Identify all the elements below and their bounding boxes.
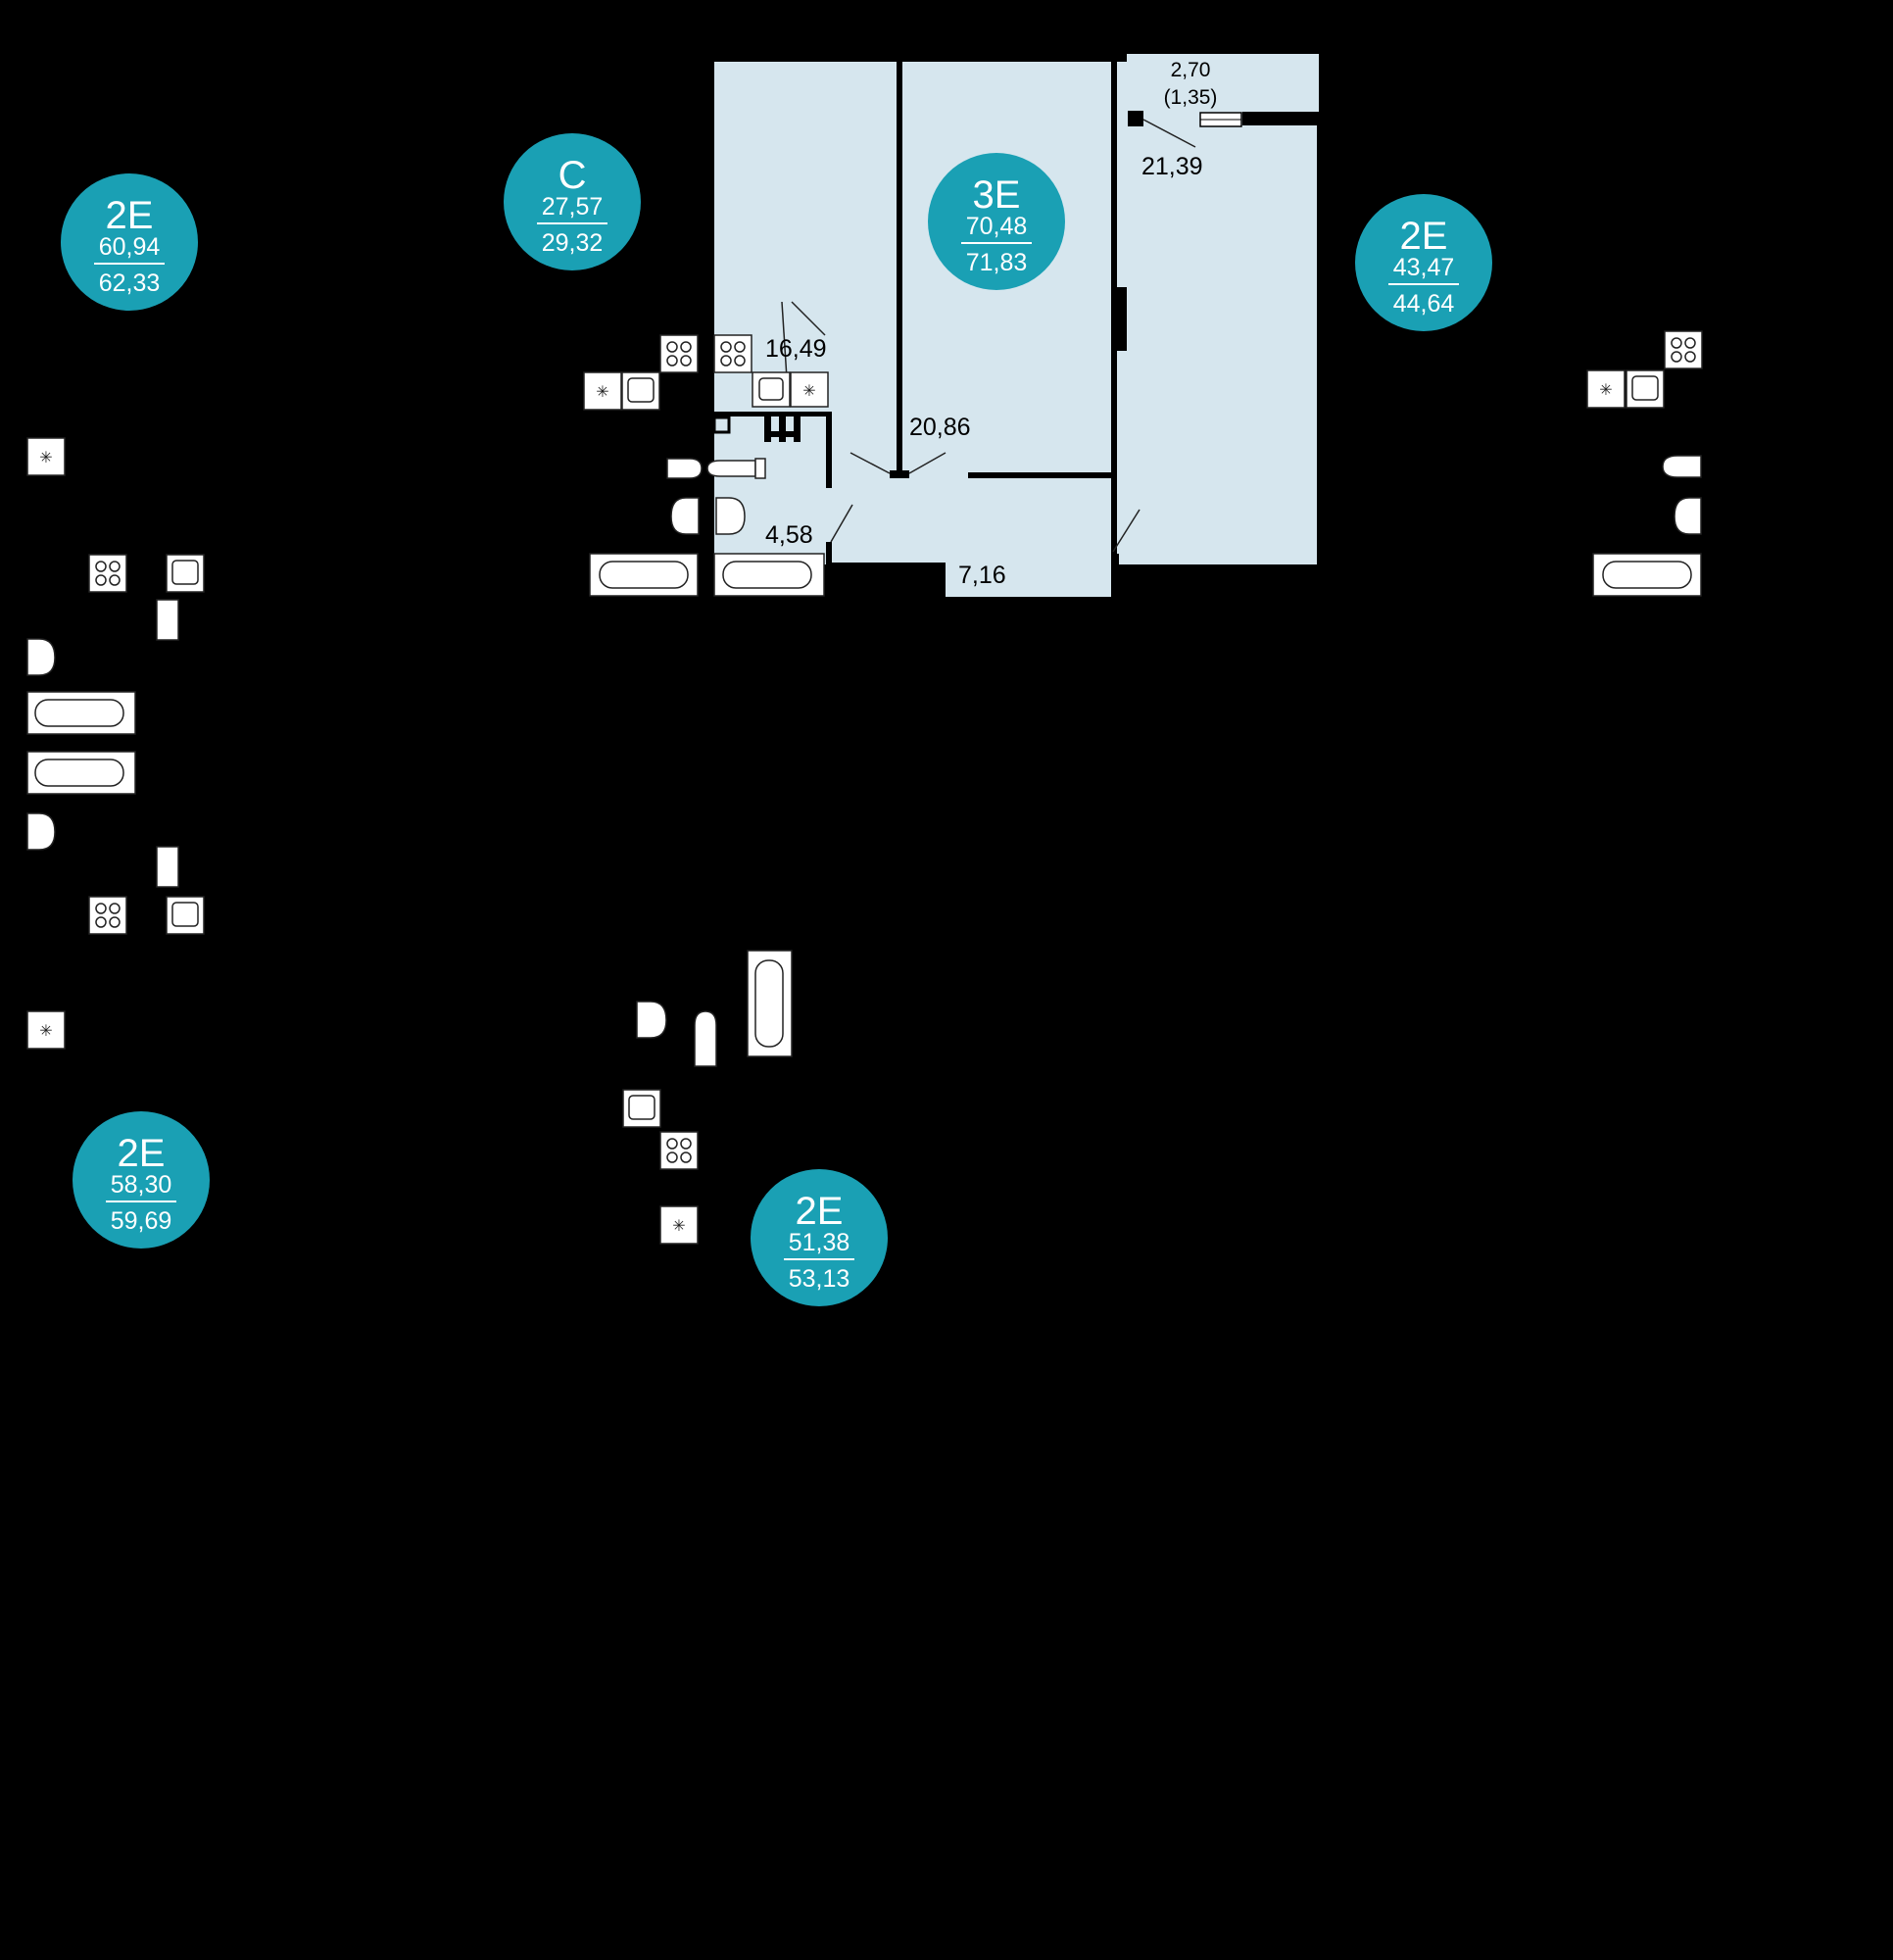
svg-text:44,64: 44,64 <box>1393 290 1455 318</box>
toilet-icon <box>666 458 703 479</box>
svg-text:51,38: 51,38 <box>789 1229 850 1256</box>
stove-icon <box>713 334 752 373</box>
room-area-middle: 20,86 <box>909 414 971 441</box>
unit-badge-2e-c[interactable]: 2E 58,30 59,69 <box>73 1111 210 1249</box>
toilet-icon <box>156 846 179 888</box>
wall-stub-3 <box>794 415 801 442</box>
wall-stub-2 <box>779 415 786 442</box>
svg-text:60,94: 60,94 <box>99 233 161 261</box>
washbasin-icon <box>26 812 56 851</box>
apartment-3e[interactable]: ✳ 16,49 20,86 21,39 4,58 7,16 2,70 (1,35… <box>706 54 1319 597</box>
sink-icon <box>752 371 791 408</box>
toilet-icon <box>1662 455 1702 478</box>
sink-icon <box>166 896 205 935</box>
wall-entry-left <box>826 542 832 573</box>
washbasin-icon <box>636 1001 667 1039</box>
unit-badge-3e[interactable]: 3E 70,48 71,83 <box>928 153 1065 290</box>
wall-left-middle <box>897 62 902 475</box>
balcony-floor <box>1127 54 1319 119</box>
svg-text:✳: ✳ <box>39 1023 52 1040</box>
sink-icon <box>622 1089 661 1128</box>
bathtub-icon <box>26 751 136 795</box>
fridge-icon: ✳ <box>659 1205 699 1245</box>
wall-bath-right <box>826 412 832 488</box>
svg-text:✳: ✳ <box>802 383 815 400</box>
sink-icon <box>166 554 205 593</box>
washbasin-icon <box>26 638 56 676</box>
unit-badge-c[interactable]: C 27,57 29,32 <box>504 133 641 270</box>
apartment-floor <box>714 62 1317 597</box>
toilet-icon <box>706 458 766 479</box>
washbasin-icon <box>1674 497 1702 535</box>
svg-text:✳: ✳ <box>39 450 52 466</box>
wall-bottom <box>832 563 946 566</box>
toilet-icon <box>156 599 179 641</box>
wall-bath-top <box>714 412 832 416</box>
svg-text:C: C <box>558 154 587 197</box>
room-area-left: 16,49 <box>765 335 827 363</box>
unit-badge-2e-a[interactable]: 2E 60,94 62,33 <box>61 173 198 311</box>
stove-icon <box>659 334 699 373</box>
svg-text:59,69: 59,69 <box>111 1207 172 1235</box>
svg-text:2E: 2E <box>106 194 154 237</box>
svg-text:2E: 2E <box>796 1190 844 1233</box>
wall-hall <box>968 472 1113 478</box>
hall-area: 7,16 <box>958 562 1006 589</box>
bathtub-icon <box>1592 553 1702 597</box>
wall-door-post <box>890 470 909 478</box>
stove-icon <box>1664 330 1703 369</box>
room-area-right: 21,39 <box>1141 153 1203 180</box>
bathtub-icon <box>589 553 699 597</box>
bathroom-area: 4,58 <box>765 521 813 549</box>
svg-text:✳: ✳ <box>672 1218 685 1235</box>
balcony-reduced-area: (1,35) <box>1164 86 1218 109</box>
balcony-area: 2,70 <box>1171 59 1211 81</box>
door-swings <box>781 119 1196 553</box>
stove-icon <box>88 896 127 935</box>
toilet-icon <box>694 1010 717 1067</box>
svg-text:43,47: 43,47 <box>1393 254 1455 281</box>
svg-text:70,48: 70,48 <box>966 213 1028 240</box>
svg-text:58,30: 58,30 <box>111 1171 172 1199</box>
sink-icon <box>621 371 660 411</box>
wall-stub-1 <box>764 415 771 442</box>
sink-icon <box>1626 369 1665 409</box>
svg-text:✳: ✳ <box>596 384 608 401</box>
bathtub-icon <box>26 691 136 735</box>
stove-icon <box>88 554 127 593</box>
svg-text:3E: 3E <box>973 173 1021 217</box>
bathtub-icon <box>713 553 825 597</box>
neighbour-fixtures: ✳ ✳ ✳ <box>26 330 1703 1245</box>
svg-text:✳: ✳ <box>1599 382 1612 399</box>
wall-column <box>1113 287 1127 351</box>
fridge-icon: ✳ <box>1586 369 1626 409</box>
svg-text:62,33: 62,33 <box>99 270 161 297</box>
bathtub-icon <box>747 950 793 1057</box>
fridge-icon: ✳ <box>26 1010 66 1050</box>
unit-badge-2e-d[interactable]: 2E 51,38 53,13 <box>751 1169 888 1306</box>
svg-text:29,32: 29,32 <box>542 229 604 257</box>
svg-text:71,83: 71,83 <box>966 249 1028 276</box>
svg-text:53,13: 53,13 <box>789 1265 850 1293</box>
wall-stub-base <box>764 431 801 437</box>
svg-text:2E: 2E <box>118 1132 166 1175</box>
wall-balcony <box>1242 112 1319 125</box>
unit-badge-2e-b[interactable]: 2E 43,47 44,64 <box>1355 194 1492 331</box>
stove-icon <box>659 1131 699 1170</box>
svg-text:2E: 2E <box>1400 215 1448 258</box>
svg-text:27,57: 27,57 <box>542 193 604 220</box>
wall-entry-right <box>1111 554 1119 571</box>
washbasin-icon <box>715 497 746 535</box>
wall-post <box>1128 111 1143 126</box>
walls <box>714 62 1319 573</box>
fridge-icon: ✳ <box>790 371 829 408</box>
shaft <box>712 416 731 434</box>
washbasin-icon <box>670 497 700 535</box>
fridge-icon: ✳ <box>583 371 622 411</box>
fridge-icon: ✳ <box>26 437 66 476</box>
